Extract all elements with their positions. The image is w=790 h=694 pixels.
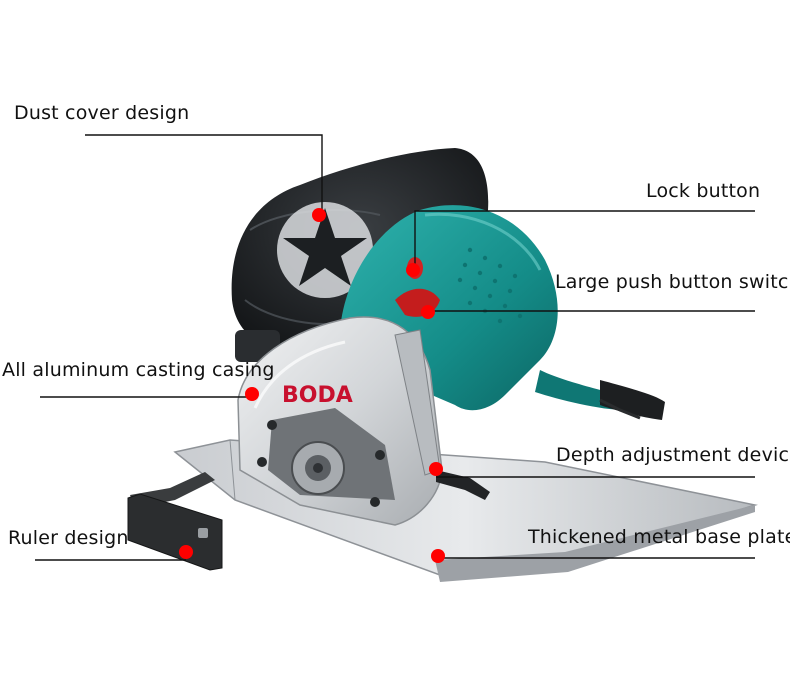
aluminum-casing: BODA	[237, 316, 443, 526]
marker-casing	[245, 387, 259, 401]
label-casing: All aluminum casting casing	[2, 359, 275, 381]
label-base-plate: Thickened metal base plate	[528, 526, 790, 548]
label-dust-cover: Dust cover design	[14, 102, 190, 124]
label-ruler: Ruler design	[8, 527, 129, 549]
marker-lock-button	[406, 263, 420, 277]
marker-push-switch	[421, 305, 435, 319]
ruler-guide	[127, 472, 223, 571]
brand-logo: BODA	[282, 383, 353, 408]
marker-base-plate	[431, 549, 445, 563]
marker-ruler	[179, 545, 193, 559]
leader-dust-cover	[85, 134, 323, 215]
label-push-switch: Large push button switch	[555, 271, 790, 293]
label-lock-button: Lock button	[646, 180, 761, 202]
leader-lock-button	[414, 210, 755, 268]
marker-dust-cover	[312, 208, 326, 222]
label-depth: Depth adjustment device	[556, 444, 790, 466]
marker-depth	[429, 462, 443, 476]
